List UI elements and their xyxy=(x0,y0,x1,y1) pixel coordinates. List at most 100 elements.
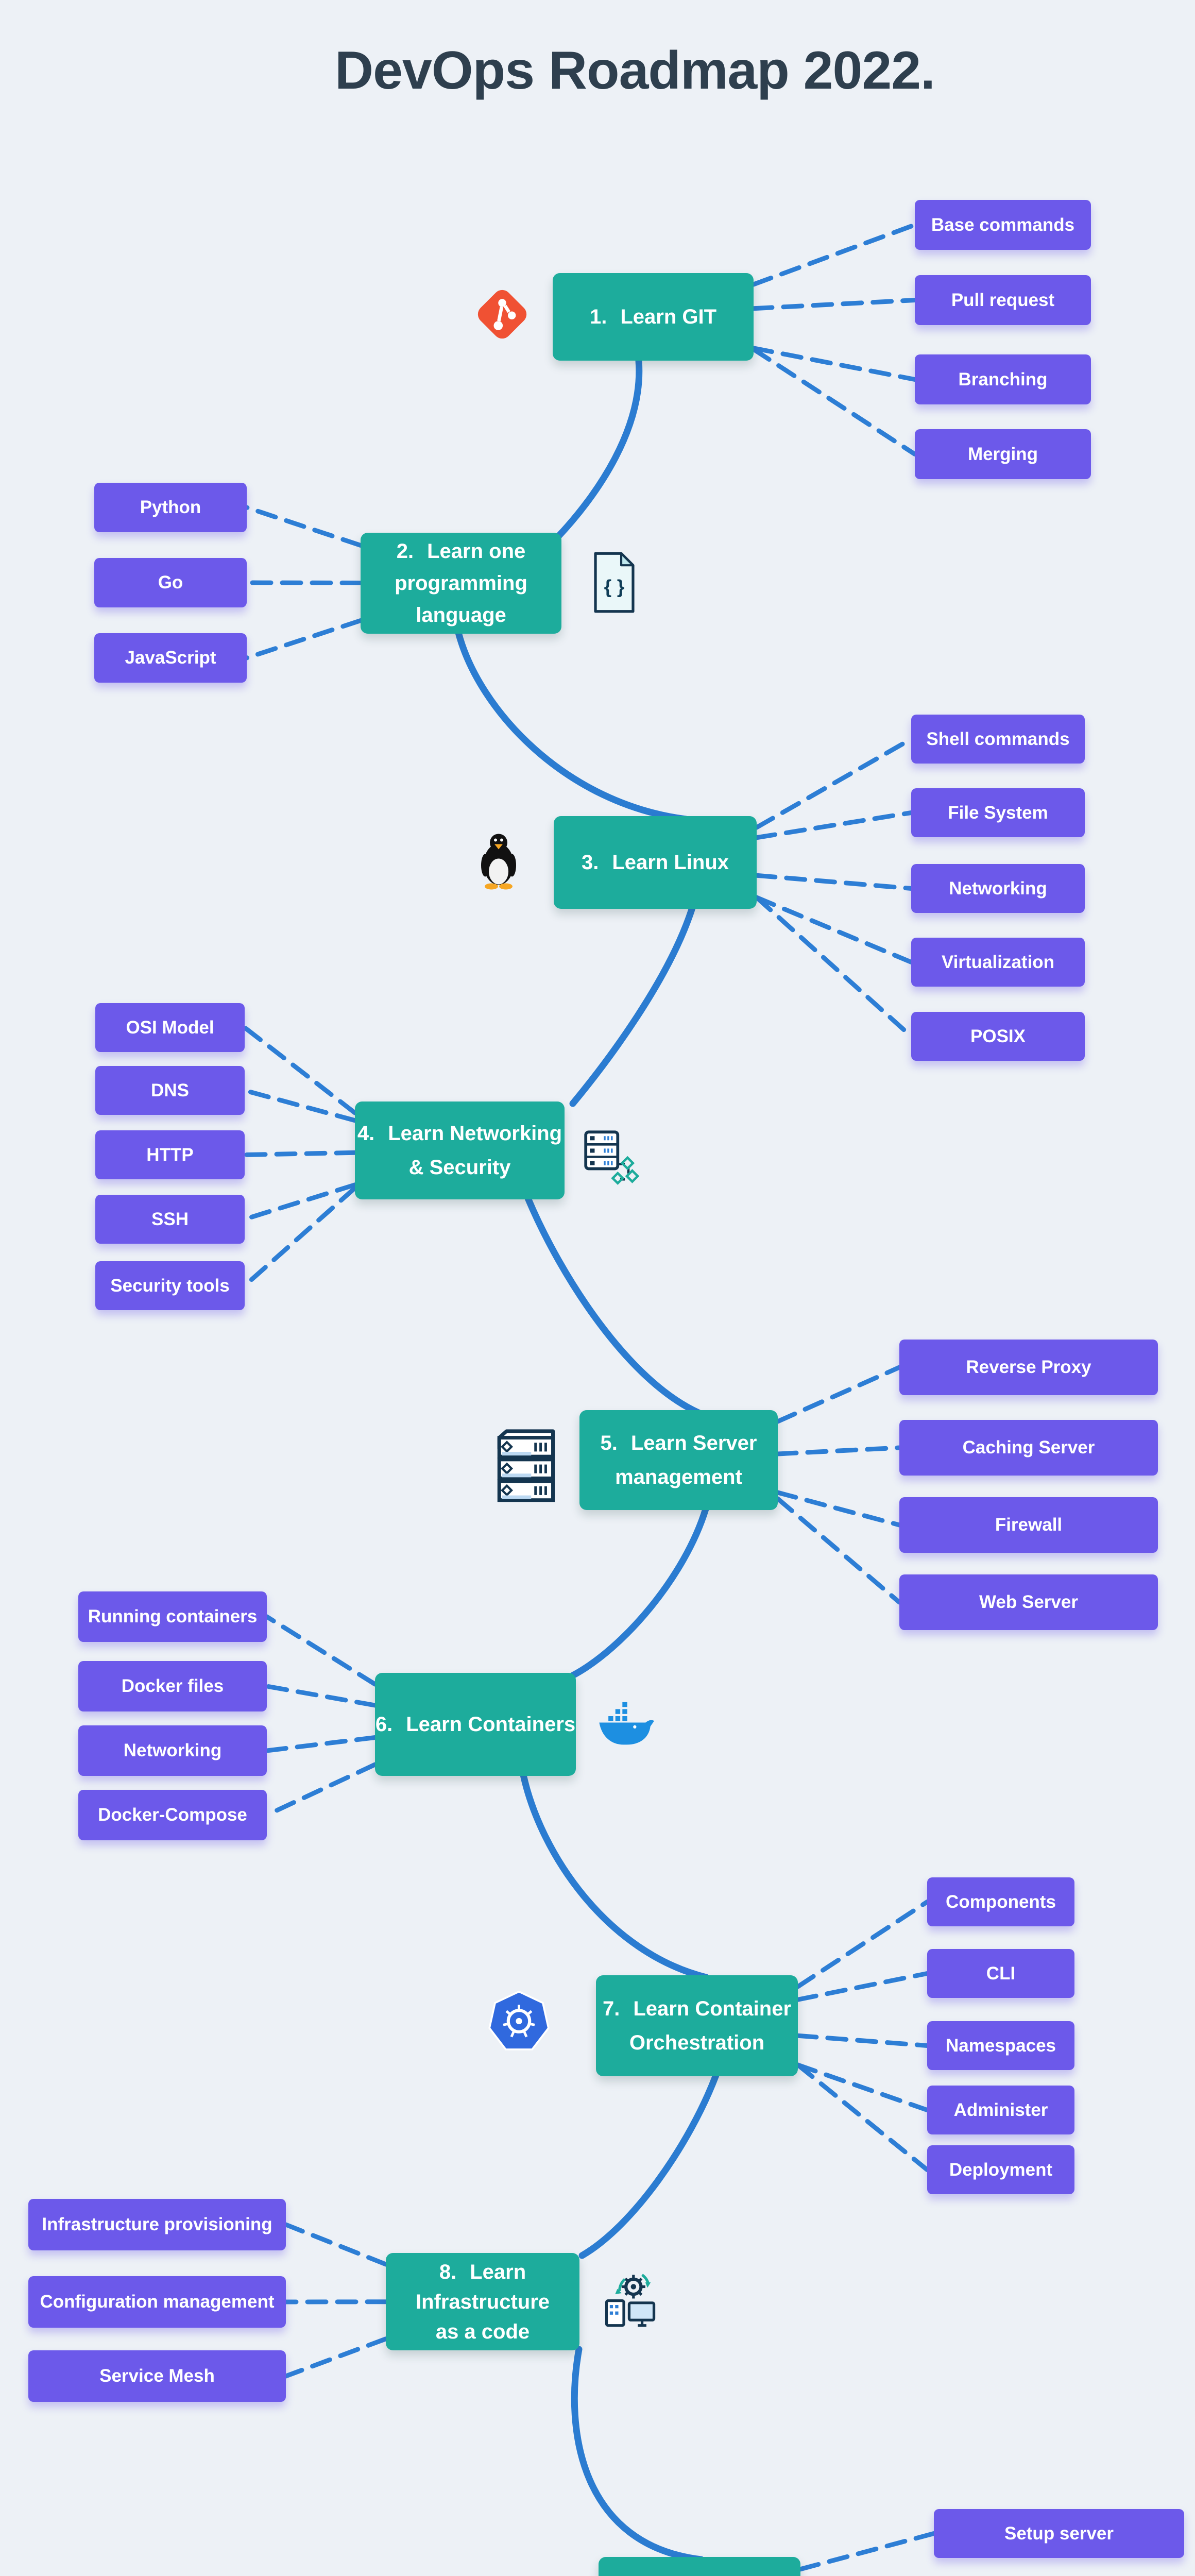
topic-caching-server: Caching Server xyxy=(899,1420,1158,1476)
topic-namespaces: Namespaces xyxy=(927,2021,1074,2070)
step-box-linux: 3. Learn Linux xyxy=(554,816,757,909)
dashed-connector xyxy=(242,1150,357,1157)
step-title: Learn Linux xyxy=(612,851,729,874)
step-box-server-management: 5. Learn Server management xyxy=(579,1410,778,1510)
topic-label: Merging xyxy=(967,444,1038,464)
step-box-orchestration: 7.Learn Container Orchestration xyxy=(596,1975,798,2076)
topic-label: Networking xyxy=(123,1740,222,1760)
topic-dns: DNS xyxy=(95,1066,245,1115)
dashed-connector xyxy=(264,1614,378,1687)
dashed-connector xyxy=(242,1088,357,1123)
topic-shell-commands: Shell commands xyxy=(911,715,1085,764)
dashed-connector xyxy=(754,873,914,891)
topic-base-commands: Base commands xyxy=(915,200,1091,250)
step-title: Learn Networking xyxy=(388,1122,562,1145)
topic-label: DNS xyxy=(151,1080,189,1100)
dashed-connector xyxy=(751,298,917,311)
topic-label: Web Server xyxy=(979,1592,1078,1612)
topic-cli: CLI xyxy=(927,1949,1074,1998)
dashed-connector xyxy=(775,1445,902,1456)
step-title: Learn one xyxy=(427,540,526,563)
step-number: 7. xyxy=(602,1997,620,2020)
topic-label: Service Mesh xyxy=(99,2366,215,2386)
step-box-containers: 6.Learn Containers xyxy=(375,1673,576,1776)
step-box-programming: 2.Learn one programming language xyxy=(361,533,561,634)
dashed-connector xyxy=(264,1684,378,1708)
topic-merging: Merging xyxy=(915,429,1091,479)
step-title-line3: as a code xyxy=(435,2320,530,2343)
step-title-line2: programming xyxy=(395,572,527,595)
topic-label: OSI Model xyxy=(126,1017,214,1038)
topic-osi-model: OSI Model xyxy=(95,1003,245,1052)
dashed-connector xyxy=(242,1185,357,1288)
topic-service-mesh: Service Mesh xyxy=(28,2350,286,2402)
topic-label: Pull request xyxy=(951,290,1055,310)
step-title: Learn Containers xyxy=(406,1713,576,1736)
topic-label: File System xyxy=(948,802,1048,823)
topic-label: Caching Server xyxy=(962,1437,1095,1458)
topic-label: Running containers xyxy=(88,1606,258,1626)
dashed-connector xyxy=(242,1025,357,1115)
dashed-connector xyxy=(283,2336,388,2379)
step-number: 4. xyxy=(357,1122,375,1145)
topic-firewall: Firewall xyxy=(899,1497,1158,1553)
topic-components: Components xyxy=(927,1877,1074,1926)
step-box-networking-security: 4. Learn Networking & Security xyxy=(355,1101,565,1199)
topic-ssh: SSH xyxy=(95,1195,245,1244)
topic-virtualization: Virtualization xyxy=(911,938,1085,987)
topic-infrastructure-provisioning: Infrastructure provisioning xyxy=(28,2199,286,2250)
step-box-cicd: 9.Learn CI/CD xyxy=(599,2557,800,2576)
topic-go: Go xyxy=(94,558,247,607)
topic-posix: POSIX xyxy=(911,1012,1085,1061)
step-title-line2: & Security xyxy=(408,1156,511,1179)
topic-label: Networking xyxy=(949,878,1047,899)
step-number: 1. xyxy=(589,306,607,328)
step-title-line2: Orchestration xyxy=(629,2031,765,2054)
step-number: 2. xyxy=(396,540,414,563)
dashed-connector xyxy=(283,2222,388,2267)
topic-label: Configuration management xyxy=(40,2292,275,2312)
topic-label: Reverse Proxy xyxy=(966,1357,1091,1377)
topic-label: Docker-Compose xyxy=(98,1805,247,1825)
topic-label: Security tools xyxy=(110,1275,230,1296)
topic-docker-files: Docker files xyxy=(78,1661,267,1711)
dashed-connector xyxy=(795,2033,930,2048)
topic-pull-request: Pull request xyxy=(915,275,1091,325)
dashed-connector xyxy=(795,2062,930,2172)
step-number: 8. xyxy=(439,2260,457,2283)
dashed-connector xyxy=(244,618,363,660)
topic-branching: Branching xyxy=(915,354,1091,404)
topic-label: Docker files xyxy=(121,1676,224,1696)
dashed-connector xyxy=(795,2062,930,2112)
topic-label: HTTP xyxy=(146,1144,194,1165)
topic-label: Virtualization xyxy=(941,952,1055,972)
dashed-connector xyxy=(795,1971,930,2002)
dashed-connector xyxy=(798,2531,936,2572)
topic-networking: Networking xyxy=(911,864,1085,913)
topic-reverse-proxy: Reverse Proxy xyxy=(899,1340,1158,1395)
topic-label: Namespaces xyxy=(945,2035,1056,2056)
step-title-line2: Infrastructure xyxy=(415,2290,550,2313)
step-title: Learn Server xyxy=(630,1432,757,1454)
dashed-connector xyxy=(242,1182,357,1222)
step-number: 5. xyxy=(600,1432,618,1454)
step-box-iac: 8. Learn Infrastructure as a code xyxy=(386,2253,579,2350)
step-number: 3. xyxy=(581,851,599,874)
topic-http: HTTP xyxy=(95,1130,245,1179)
topic-javascript: JavaScript xyxy=(94,633,247,683)
topic-web-server: Web Server xyxy=(899,1574,1158,1630)
topic-label: Go xyxy=(158,572,183,592)
dashed-connector xyxy=(264,1735,378,1753)
step-title: Learn xyxy=(470,2260,526,2283)
step-title-line2: management xyxy=(615,1466,742,1488)
dashed-connector xyxy=(751,346,917,382)
topic-label: Branching xyxy=(958,369,1048,389)
linux-penguin-icon xyxy=(481,834,516,890)
code-file-icon: { } xyxy=(594,552,635,613)
topic-label: Firewall xyxy=(995,1515,1063,1535)
route-curve xyxy=(455,357,720,2563)
svg-text:{ }: { } xyxy=(604,575,625,597)
kubernetes-icon xyxy=(488,1990,550,2050)
topic-file-system: File System xyxy=(911,788,1085,837)
